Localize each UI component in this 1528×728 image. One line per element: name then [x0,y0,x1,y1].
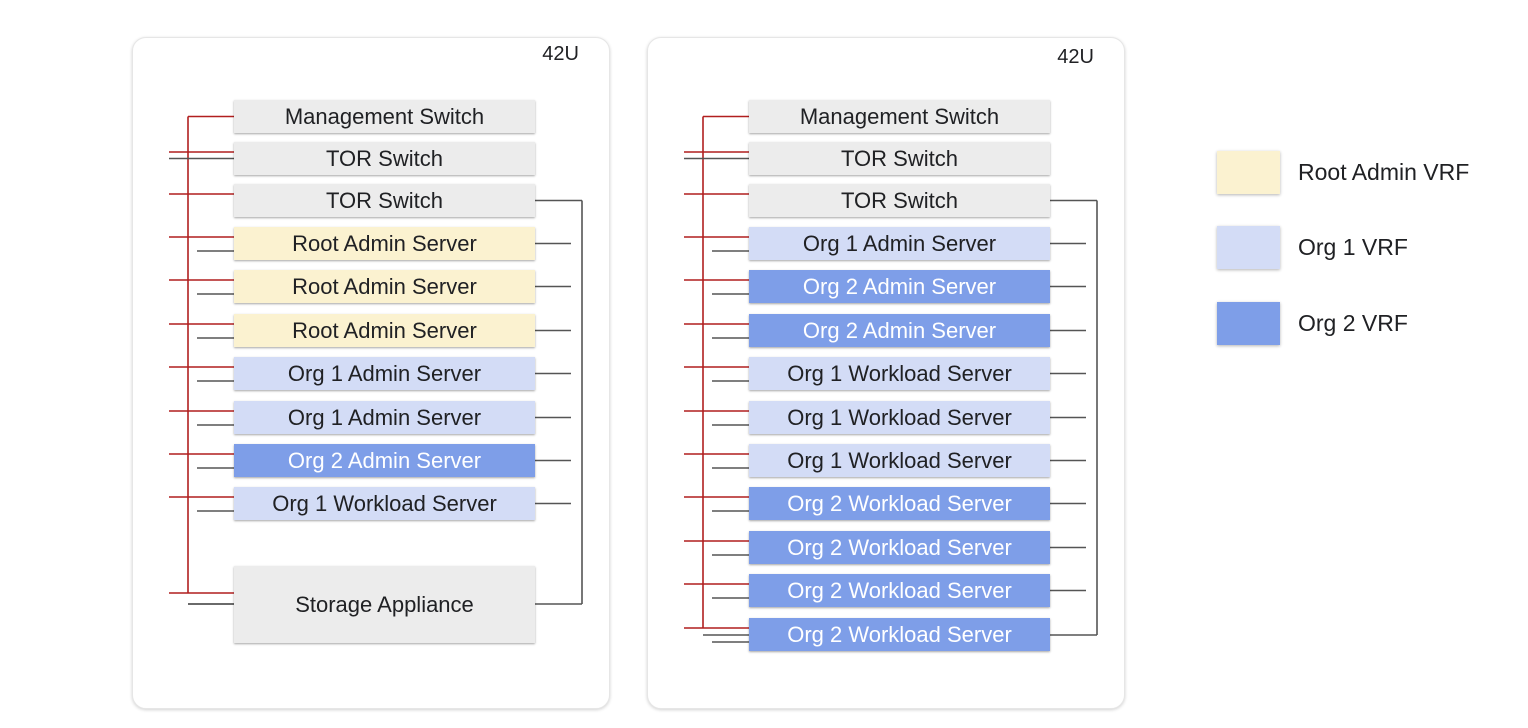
management-switch: Management Switch [749,100,1050,133]
rack-2-wiring [684,115,1098,643]
rack-size-label: 42U [542,43,579,65]
root-admin-server: Root Admin Server [234,270,535,303]
rack-size-label: 42U [1057,46,1094,68]
tor-switch: TOR Switch [749,142,1050,175]
org2-workload-server: Org 2 Workload Server [749,487,1050,520]
org1-workload-server: Org 1 Workload Server [234,487,535,520]
rack-2: 42U Management Switch TOR Switch TOR Swi… [647,37,1125,709]
legend-swatch [1217,226,1280,269]
org1-admin-server: Org 1 Admin Server [234,357,535,390]
management-switch: Management Switch [234,100,535,133]
legend-org1-vrf: Org 1 VRF [1217,226,1408,269]
tor-switch: TOR Switch [234,184,535,217]
org2-admin-server: Org 2 Admin Server [234,444,535,477]
org1-admin-server: Org 1 Admin Server [234,401,535,434]
legend-label: Root Admin VRF [1298,159,1470,185]
org2-admin-server: Org 2 Admin Server [749,270,1050,303]
root-admin-server: Root Admin Server [234,314,535,347]
tor-switch: TOR Switch [234,142,535,175]
org1-workload-server: Org 1 Workload Server [749,444,1050,477]
org1-workload-server: Org 1 Workload Server [749,357,1050,390]
org2-admin-server: Org 2 Admin Server [749,314,1050,347]
org1-workload-server: Org 1 Workload Server [749,401,1050,434]
legend-label: Org 2 VRF [1298,310,1408,336]
org2-workload-server: Org 2 Workload Server [749,574,1050,607]
root-admin-server: Root Admin Server [234,227,535,260]
legend-root-admin-vrf: Root Admin VRF [1217,151,1469,194]
rack-1-wiring [169,115,583,605]
rack-1: 42U Management Switch TOR Switch TOR Swi… [132,37,610,709]
org2-workload-server: Org 2 Workload Server [749,531,1050,564]
legend-swatch [1217,151,1280,194]
legend-swatch [1217,302,1280,345]
storage-appliance: Storage Appliance [234,566,535,643]
legend-label: Org 1 VRF [1298,234,1408,260]
tor-switch: TOR Switch [749,184,1050,217]
org2-workload-server: Org 2 Workload Server [749,618,1050,651]
org1-admin-server: Org 1 Admin Server [749,227,1050,260]
legend-org2-vrf: Org 2 VRF [1217,302,1408,345]
